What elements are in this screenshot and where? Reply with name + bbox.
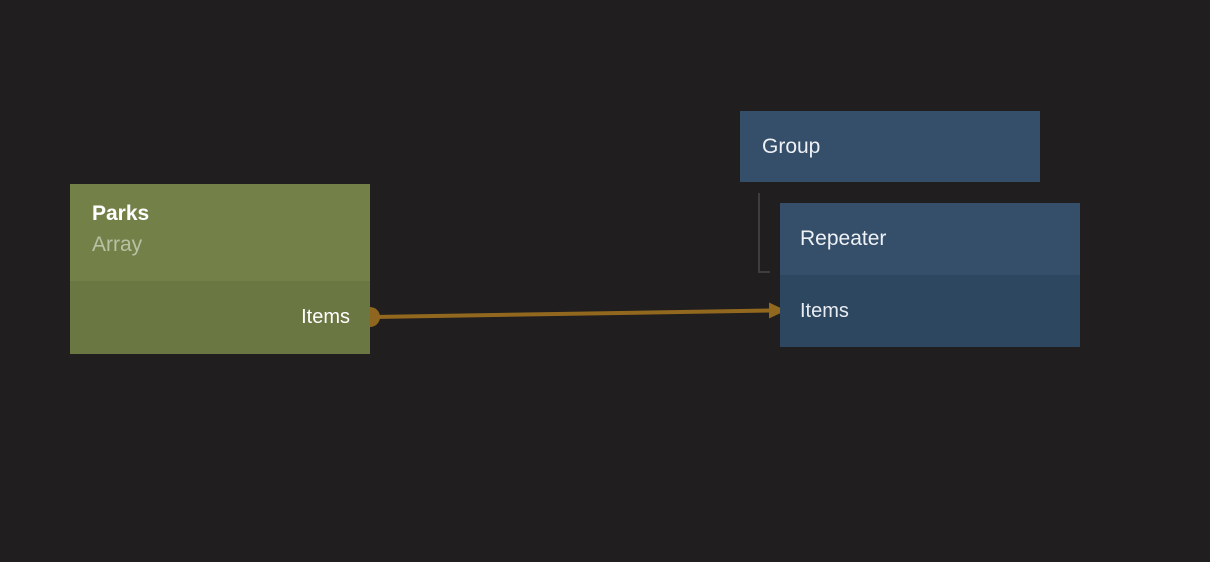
node-title: Repeater	[800, 227, 887, 250]
node-parks-output-port[interactable]: Items	[70, 281, 370, 354]
node-group[interactable]: Group	[740, 111, 1040, 182]
port-label: Items	[301, 306, 350, 328]
binding-connection-line	[371, 308, 772, 319]
node-repeater-input-port[interactable]: Items	[780, 275, 1080, 347]
hierarchy-connector-line	[758, 193, 770, 273]
node-title: Group	[762, 134, 821, 158]
node-repeater[interactable]: Repeater Items	[780, 203, 1080, 347]
node-parks[interactable]: Parks Array Items	[70, 184, 370, 354]
node-title: Parks	[92, 202, 150, 225]
port-label: Items	[800, 299, 849, 322]
node-type-label: Array	[92, 233, 143, 256]
binding-connection[interactable]	[360, 302, 786, 328]
node-repeater-header[interactable]: Repeater	[780, 203, 1080, 275]
node-parks-header[interactable]: Parks Array	[70, 184, 370, 281]
